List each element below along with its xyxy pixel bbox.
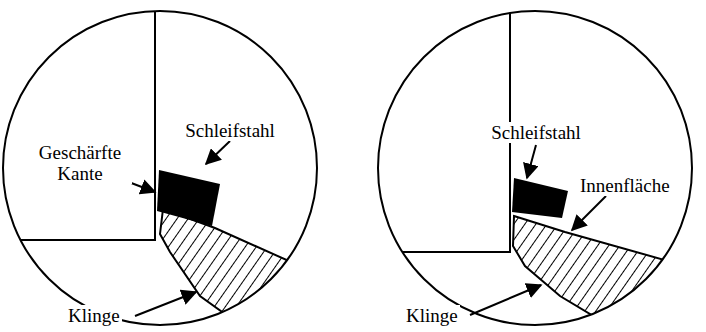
sharpening-steel [157, 170, 220, 226]
part-label: Schleifstahl [183, 120, 277, 141]
sharpening-steel [512, 178, 568, 218]
edge-label: Geschärfte Kante [28, 142, 132, 184]
part-label: Klinge [66, 305, 122, 326]
part-label: Schleifstahl [489, 122, 583, 143]
blade [513, 216, 700, 332]
right-view [370, 0, 700, 332]
part-label: Innenfläche [578, 175, 672, 196]
part-label: Klinge [404, 305, 460, 326]
left-view [0, 0, 300, 332]
